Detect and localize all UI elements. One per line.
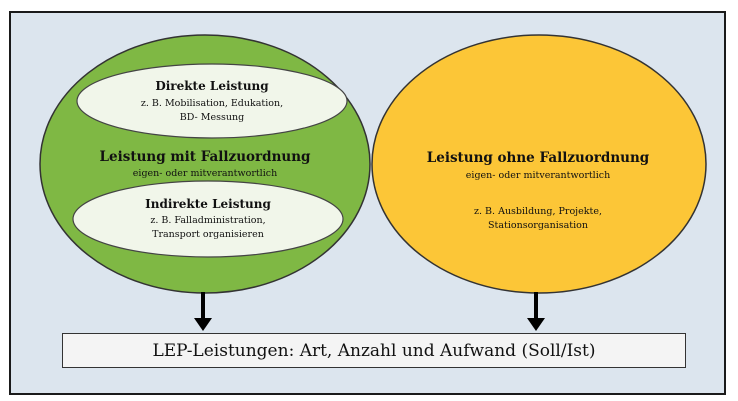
- right-ellipse-line2: Stationsorganisation: [488, 220, 588, 231]
- arrow-right-head: [527, 318, 545, 331]
- right-ellipse: [371, 34, 707, 294]
- direkte-leistung-line2: BD- Messung: [179, 112, 245, 123]
- right-ellipse-title: Leistung ohne Fallzuordnung: [426, 150, 650, 166]
- right-ellipse-line1: z. B. Ausbildung, Projekte,: [474, 206, 602, 217]
- right-ellipse-subtitle: eigen- oder mitverantwortlich: [465, 170, 611, 181]
- direkte-leistung-line1: z. B. Mobilisation, Edukation,: [140, 98, 284, 109]
- inner-ellipse-indirekte: [72, 180, 344, 258]
- arrow-left-head: [194, 318, 212, 331]
- lep-leistungen-box: LEP-Leistungen: Art, Anzahl und Aufwand …: [62, 333, 686, 368]
- lep-leistungen-label: LEP-Leistungen: Art, Anzahl und Aufwand …: [152, 340, 596, 361]
- indirekte-leistung-title: Indirekte Leistung: [145, 197, 271, 211]
- indirekte-leistung-line2: Transport organisieren: [152, 229, 264, 240]
- direkte-leistung-title: Direkte Leistung: [155, 79, 269, 93]
- indirekte-leistung-line1: z. B. Falladministration,: [150, 215, 266, 226]
- left-ellipse-subtitle: eigen- oder mitverantwortlich: [132, 168, 278, 179]
- left-ellipse-title: Leistung mit Fallzuordnung: [99, 149, 311, 165]
- inner-ellipse-direkte: [76, 63, 348, 139]
